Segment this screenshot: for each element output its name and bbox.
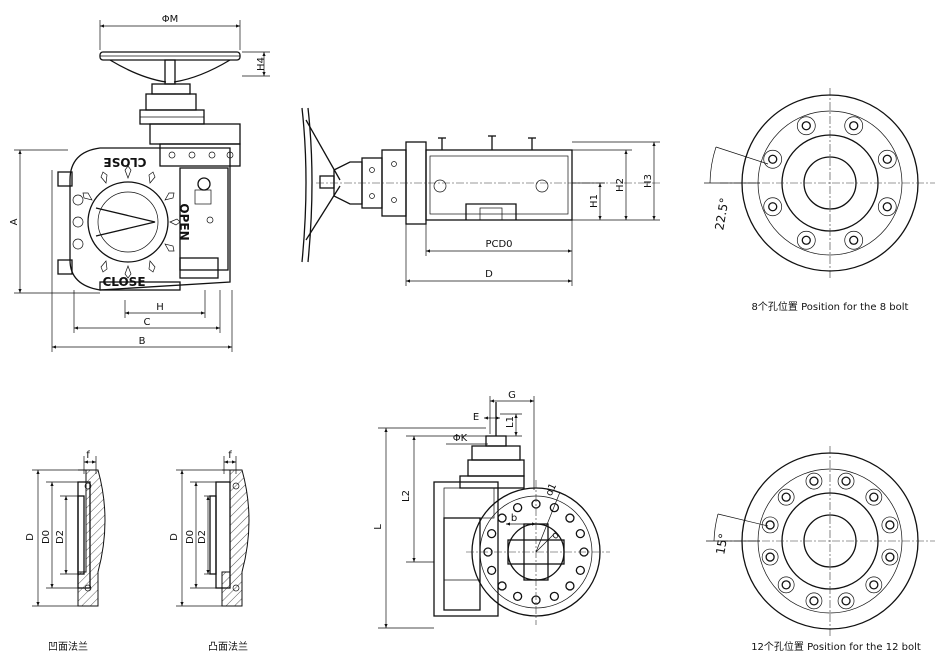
bolt-hole <box>869 492 879 502</box>
dim-b: B <box>139 336 146 347</box>
dim-b-small: b <box>511 513 517 524</box>
dim-a: A <box>9 218 20 225</box>
front-view: CLOSE CLOSE OPEN ΦM H4 A H C B <box>9 14 270 352</box>
dim-h3: H3 <box>643 174 654 188</box>
bolt-hole <box>801 235 811 245</box>
dim-d-flange2: D <box>169 533 180 541</box>
bolt-slot <box>881 516 899 534</box>
bolt-hole <box>841 476 851 486</box>
dim-h4: H4 <box>256 57 267 71</box>
dim-l2: L2 <box>401 490 412 502</box>
dim-d0-flange2: D0 <box>185 530 196 544</box>
bolt-hole <box>882 202 892 212</box>
bolt-hole <box>487 565 497 576</box>
recessed-flange: f D D0 D2 凹面法兰 <box>25 450 106 653</box>
bolt-hole <box>841 596 851 606</box>
close-text-top: CLOSE <box>103 155 146 169</box>
bolt-hole <box>885 552 895 562</box>
dim-d-flange1: D <box>25 533 36 541</box>
bolt-slot <box>877 197 897 217</box>
bolt-hole <box>765 552 775 562</box>
bolt-hole <box>765 520 775 530</box>
close-text-bottom: CLOSE <box>102 275 145 289</box>
bolt-slot <box>837 472 855 490</box>
bolt-hole <box>565 581 575 591</box>
dim-h: H <box>156 302 164 313</box>
bolt-hole <box>575 528 585 539</box>
bolt-hole <box>497 581 507 591</box>
bolt-slot <box>777 576 795 594</box>
dim-h1: H1 <box>589 194 600 208</box>
caption-8-bolt: 8个孔位置 Position for the 8 bolt <box>752 300 909 313</box>
bolt-hole <box>549 503 560 513</box>
bolt-hole <box>849 121 859 131</box>
dim-phi-m: ΦM <box>162 14 179 25</box>
dim-e: E <box>473 412 479 423</box>
dim-f2: f <box>228 450 232 461</box>
bolt-slot <box>763 197 783 217</box>
bolt-hole <box>768 202 778 212</box>
dim-f1: f <box>86 450 90 461</box>
dim-d1: d1 <box>544 482 559 498</box>
bolt-slot <box>844 230 864 250</box>
flange-8-bolt: 22.5° 8个孔位置 Position for the 8 bolt <box>704 88 935 313</box>
bolt-slot <box>881 548 899 566</box>
bolt-hole <box>565 513 575 523</box>
bolt-slot <box>777 488 795 506</box>
bolt-hole <box>801 121 811 131</box>
bolt-hole <box>849 235 859 245</box>
open-text: OPEN <box>177 203 191 240</box>
caption-recess: 凹面法兰 <box>48 640 88 653</box>
bolt-slot <box>761 548 779 566</box>
bolt-hole <box>512 591 523 601</box>
dim-d2-flange1: D2 <box>55 530 66 544</box>
bolt-slot <box>877 149 897 169</box>
bolt-hole <box>885 520 895 530</box>
bolt-hole <box>549 591 560 601</box>
bolt-hole <box>512 503 523 513</box>
bolt-hole <box>487 528 497 539</box>
bolt-slot <box>844 116 864 136</box>
caption-raised: 凸面法兰 <box>208 640 248 653</box>
bolt-slot <box>796 230 816 250</box>
bolt-slot <box>837 592 855 610</box>
bottom-view: G E L1 ΦK L2 L d1 b d <box>373 390 610 629</box>
dim-l1: L1 <box>505 416 516 428</box>
dim-phi-k: ΦK <box>453 433 468 444</box>
dim-d2-flange2: D2 <box>197 530 208 544</box>
bolt-slot <box>805 472 823 490</box>
bolt-slot <box>763 149 783 169</box>
side-view: H1 H2 H3 PCD0 D <box>301 107 660 286</box>
bolt-hole <box>781 492 791 502</box>
dim-l: L <box>373 524 384 530</box>
angle-15: 15° <box>713 532 730 555</box>
dim-c: C <box>144 317 151 328</box>
dim-h2: H2 <box>615 178 626 192</box>
bolt-slot <box>761 516 779 534</box>
bolt-slot <box>865 488 883 506</box>
bolt-slot <box>805 592 823 610</box>
bolt-hole <box>768 154 778 164</box>
bolt-hole <box>809 596 819 606</box>
dim-d-side: D <box>485 269 493 280</box>
bolt-hole <box>497 513 507 523</box>
dim-g: G <box>508 390 516 401</box>
bolt-hole <box>575 565 585 576</box>
raised-flange: f D D0 D2 凸面法兰 <box>169 450 250 653</box>
bolt-slot <box>796 116 816 136</box>
caption-12-bolt: 12个孔位置 Position for the 12 bolt <box>751 640 921 653</box>
dim-d-small: d <box>550 529 562 542</box>
bolt-slot <box>865 576 883 594</box>
bolt-hole <box>882 154 892 164</box>
flange-12-bolt: 15° 12个孔位置 Position for the 12 bolt <box>706 446 935 653</box>
bolt-hole <box>869 580 879 590</box>
bolt-hole <box>809 476 819 486</box>
dim-d0-flange1: D0 <box>41 530 52 544</box>
bolt-hole <box>781 580 791 590</box>
dim-pcd0: PCD0 <box>485 239 512 250</box>
angle-22-5: 22.5° <box>712 197 731 232</box>
